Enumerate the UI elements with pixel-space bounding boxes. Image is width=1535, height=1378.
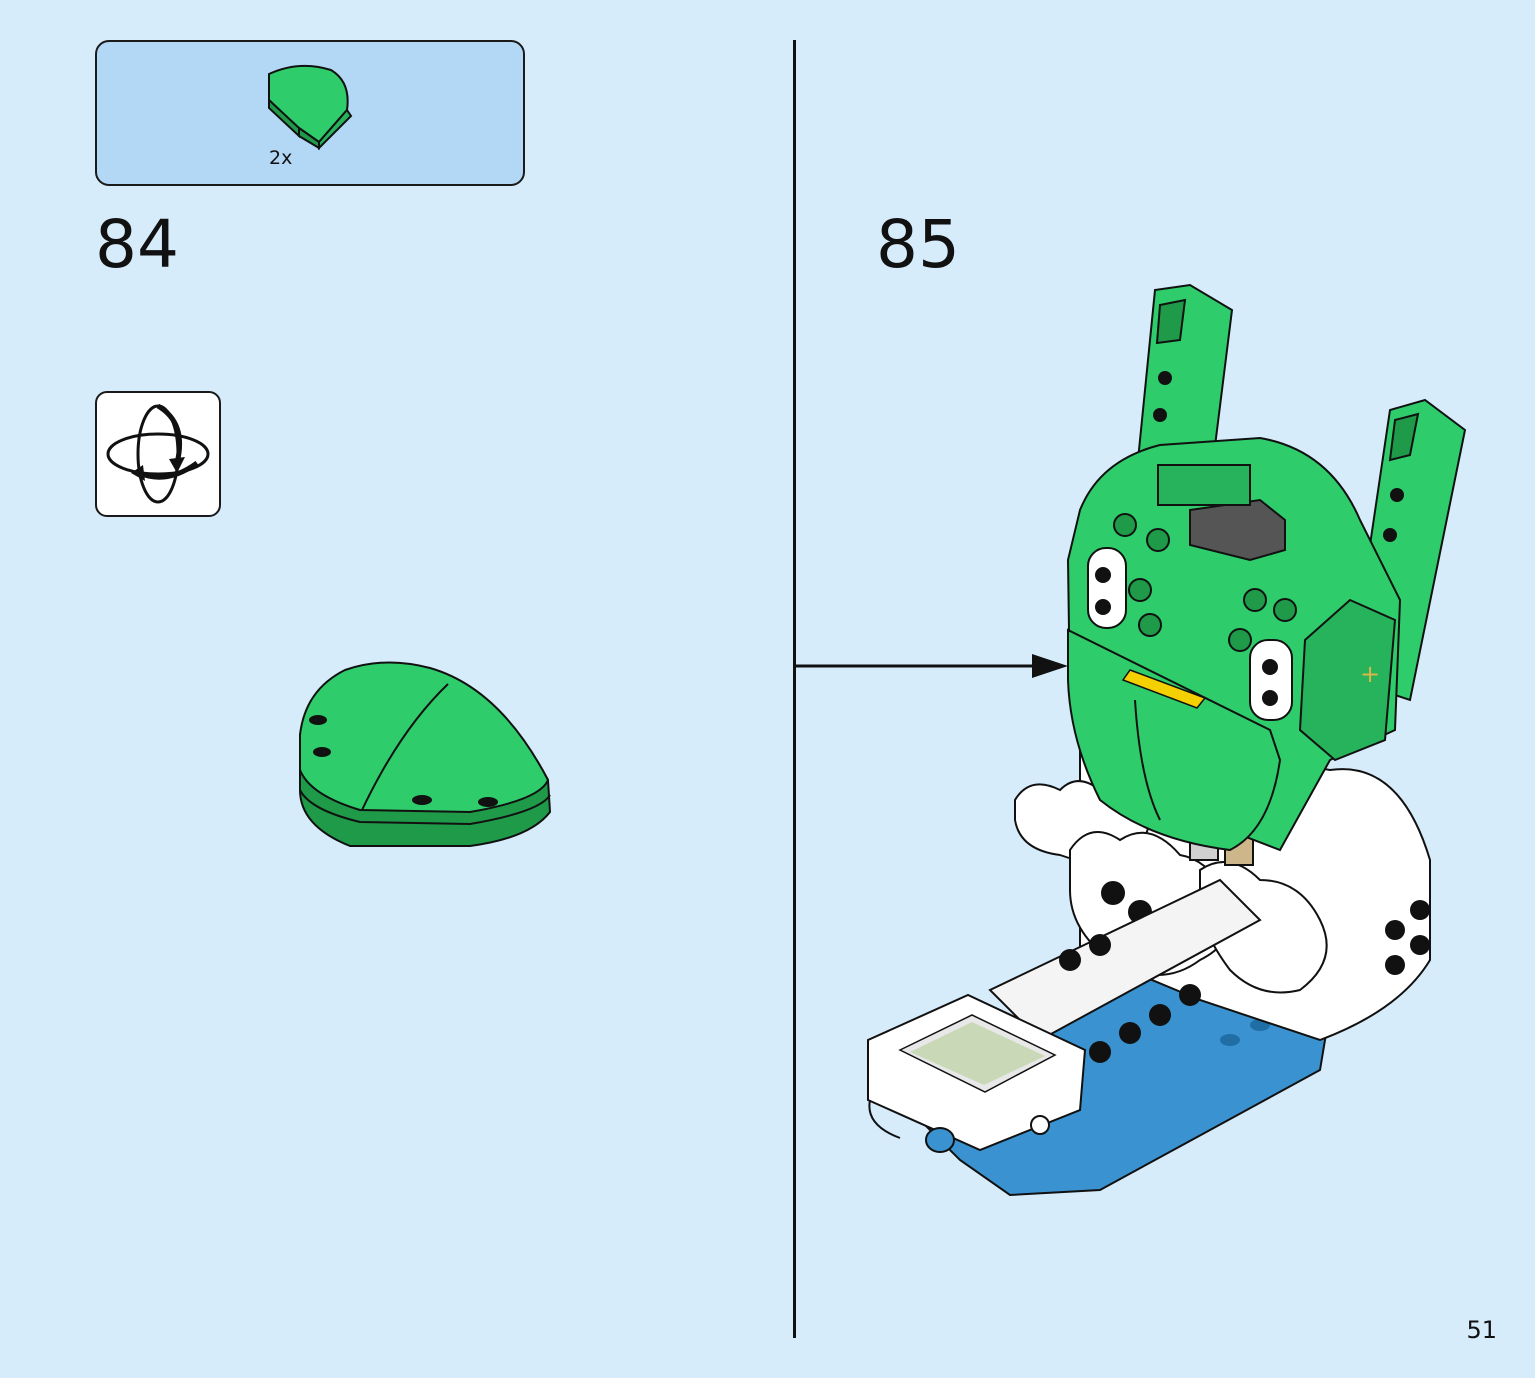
- green-curved-shell-assembly: [299, 661, 552, 847]
- step-number-85: 85: [876, 206, 960, 283]
- green-frog-head: +: [1066, 283, 1467, 852]
- green-curved-slope-brick-icon: [268, 64, 353, 150]
- page-number: 51: [1466, 1316, 1497, 1344]
- rotate-model-icon: [106, 403, 210, 504]
- hub-module: [867, 993, 1087, 1153]
- step-number-84: 84: [95, 206, 179, 283]
- placement-arrow: [796, 654, 1068, 678]
- svg-text:+: +: [1360, 660, 1380, 688]
- parts-quantity: 2x: [269, 147, 293, 169]
- parts-callout: 2x: [95, 40, 525, 186]
- rotate-model-box: [95, 391, 221, 517]
- step-divider: [793, 40, 796, 1338]
